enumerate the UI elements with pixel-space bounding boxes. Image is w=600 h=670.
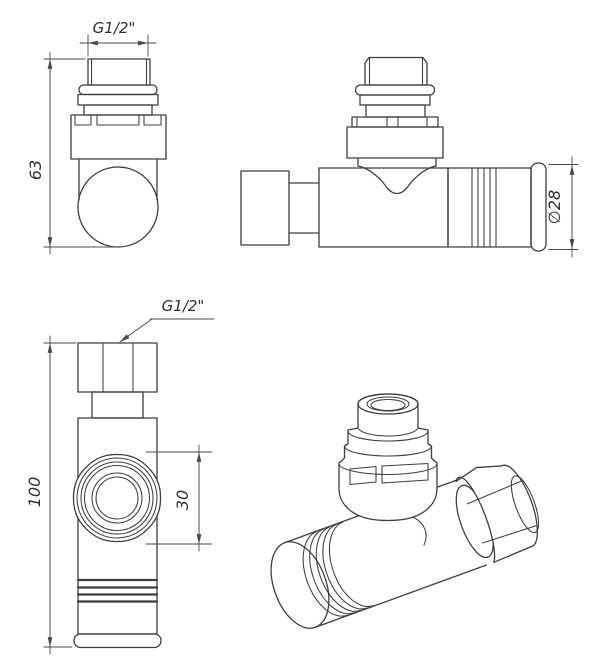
diameter-value-label-28: ∅28 [545, 190, 564, 224]
isometric-body [270, 464, 540, 629]
union-dimension-30 [145, 444, 213, 552]
side-view-outline [240, 56, 547, 252]
front-view-top: G1/2" 63 [26, 19, 167, 255]
diameter-dimension-28 [548, 156, 579, 258]
height-dimension-100 [43, 335, 77, 655]
side-view-top: ∅28 [240, 56, 579, 258]
thread-leader-bottom [119, 318, 215, 343]
thread-size-label-bottom: G1/2" [162, 297, 205, 315]
front-view-bottom-outline [72, 342, 162, 649]
height-value-label-100: 100 [25, 477, 44, 508]
thread-dimension-top [79, 34, 157, 57]
front-view-top-outline [70, 58, 167, 248]
thread-size-label-top: G1/2" [93, 19, 136, 37]
height-value-label-63: 63 [26, 160, 45, 180]
union-value-label-30: 30 [173, 490, 192, 510]
height-dimension-63 [43, 51, 115, 255]
isometric-stem [338, 393, 438, 546]
front-view-bottom: G1/2" 100 30 [25, 297, 215, 655]
isometric-view [270, 393, 540, 629]
